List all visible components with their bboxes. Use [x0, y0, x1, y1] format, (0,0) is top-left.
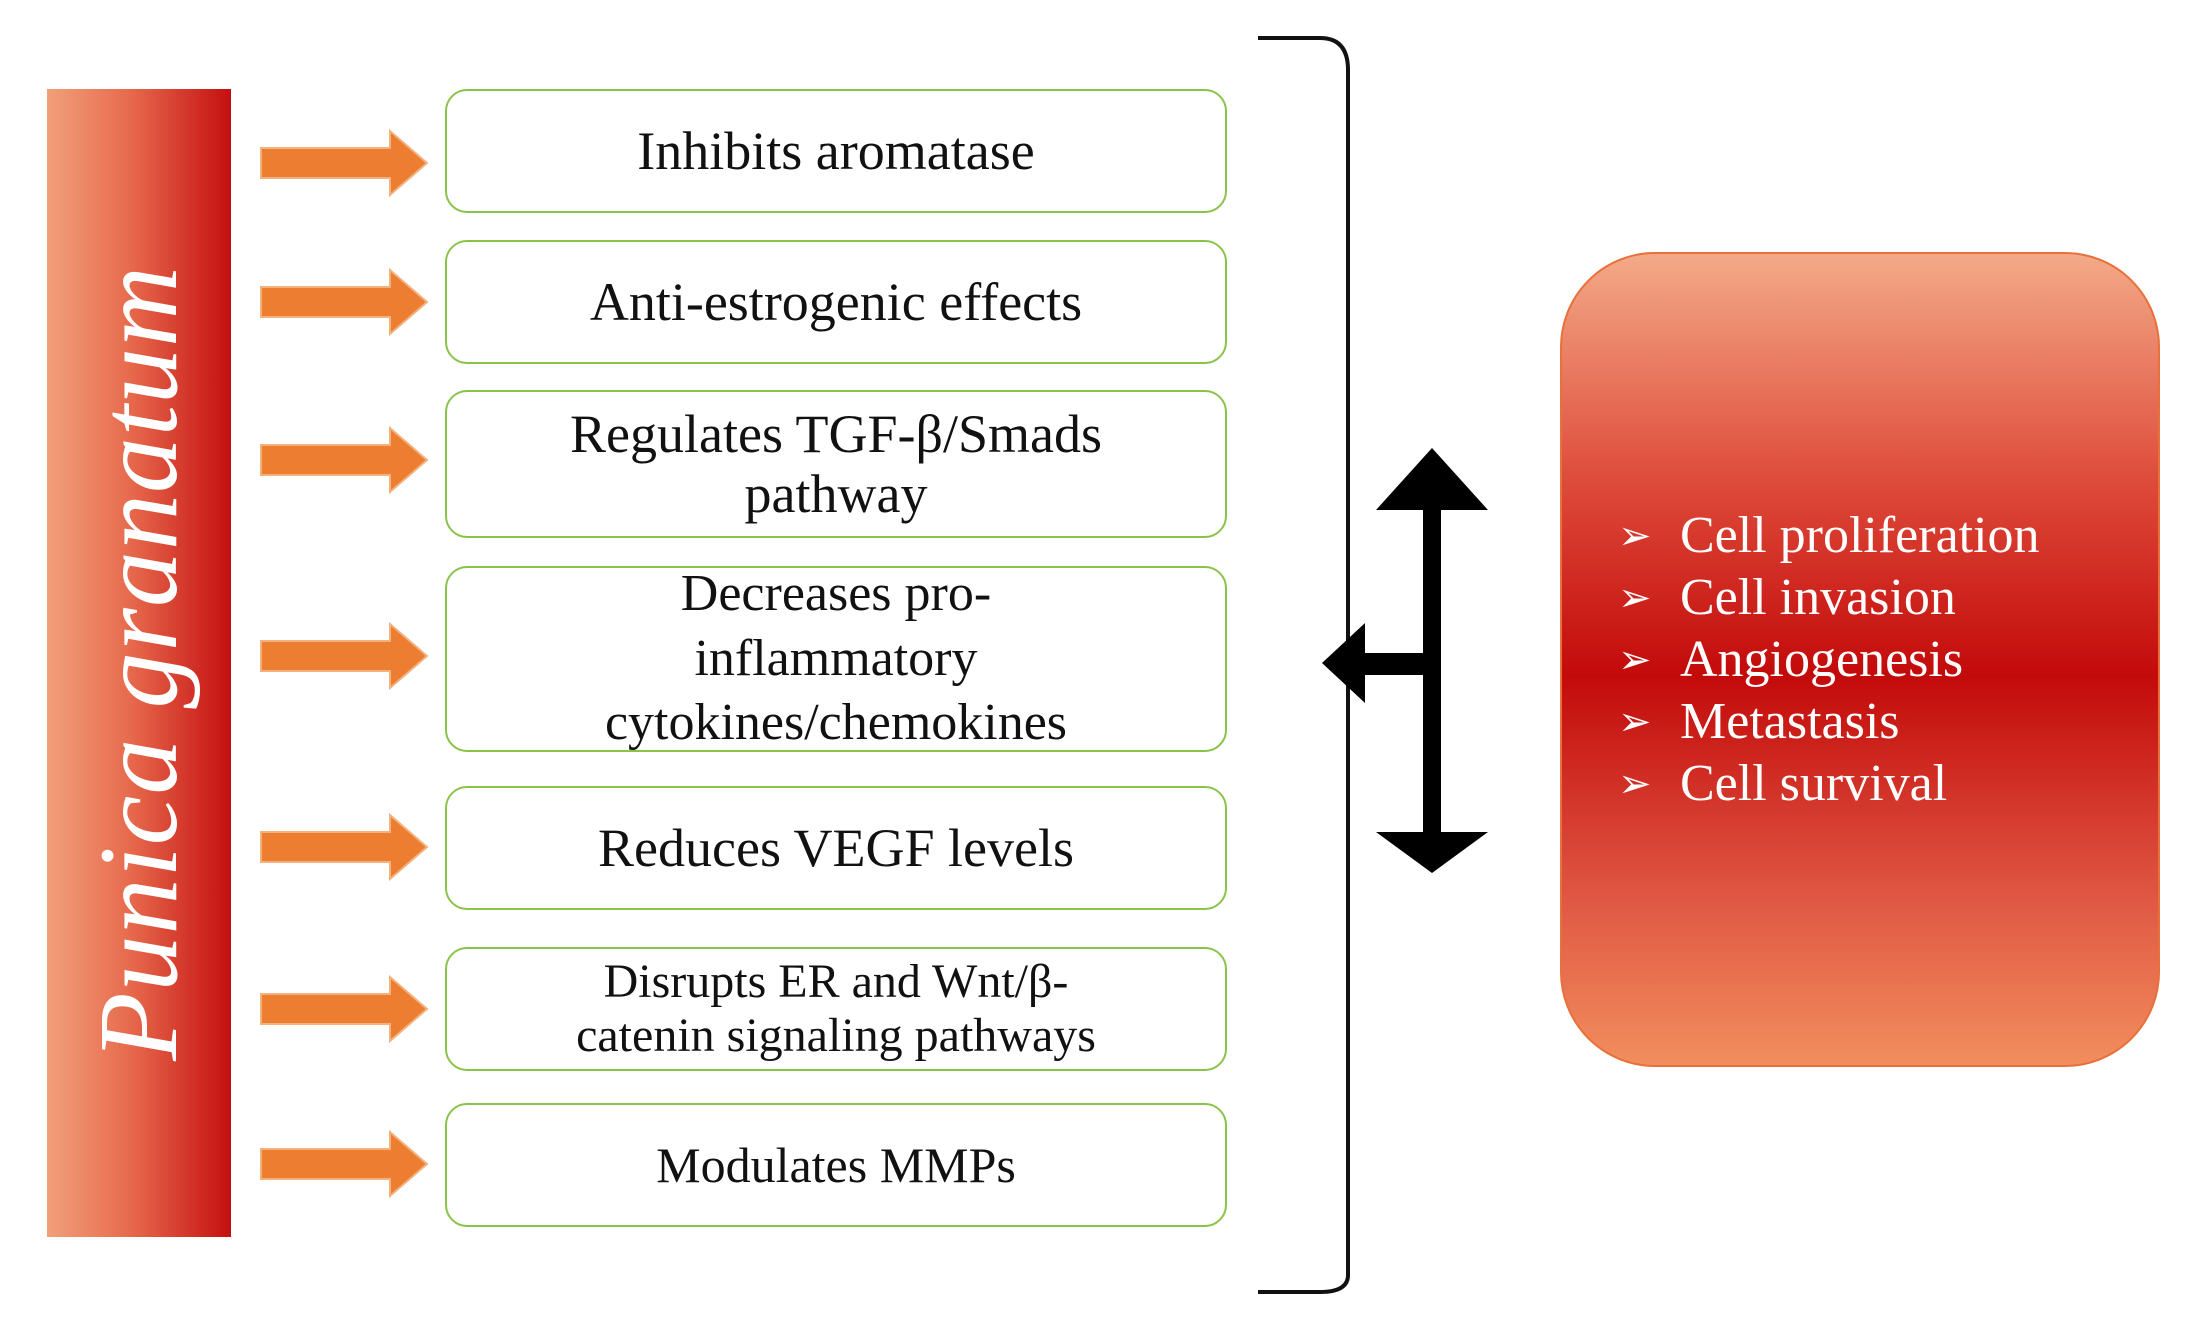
- outcome-list: ➢ Cell proliferation ➢ Cell invasion ➢ A…: [1562, 505, 2158, 815]
- effect-text: Modulates MMPs: [656, 1137, 1016, 1193]
- source-banner: Punica granatum: [47, 89, 231, 1237]
- outcome-box: ➢ Cell proliferation ➢ Cell invasion ➢ A…: [1560, 252, 2160, 1067]
- outcome-text: Cell survival: [1680, 754, 1948, 812]
- source-label: Punica granatum: [77, 265, 201, 1061]
- list-item: ➢ Angiogenesis: [1618, 629, 2158, 691]
- effect-text: catenin signaling pathways: [576, 1009, 1096, 1062]
- right-arrow-icon: [258, 812, 430, 882]
- effect-box-vegf: Reduces VEGF levels: [445, 786, 1227, 910]
- chevron-bullet-icon: ➢: [1618, 512, 1652, 558]
- list-item: ➢ Metastasis: [1618, 691, 2158, 753]
- effect-box-aromatase: Inhibits aromatase: [445, 89, 1227, 213]
- outcome-text: Angiogenesis: [1680, 630, 1964, 688]
- right-arrow-icon: [258, 974, 430, 1044]
- effect-box-anti-estrogenic: Anti-estrogenic effects: [445, 240, 1227, 364]
- effect-box-cytokines: Decreases pro- inflammatory cytokines/ch…: [445, 565, 1227, 752]
- effect-text: Anti-estrogenic effects: [589, 271, 1083, 332]
- right-arrow-icon: [258, 267, 430, 337]
- connector: [1240, 30, 1500, 1300]
- outcome-text: Metastasis: [1680, 692, 1900, 750]
- effect-box-er-wnt: Disrupts ER and Wnt/β- catenin signaling…: [445, 947, 1227, 1071]
- effect-text: pathway: [744, 464, 928, 524]
- effect-text: Regulates TGF-β/Smads: [570, 403, 1102, 464]
- list-item: ➢ Cell survival: [1618, 753, 2158, 815]
- chevron-bullet-icon: ➢: [1618, 574, 1652, 620]
- right-arrow-icon: [258, 621, 430, 691]
- effect-text: cytokines/chemokines: [604, 694, 1068, 752]
- chevron-bullet-icon: ➢: [1618, 760, 1652, 806]
- effect-text: inflammatory: [694, 629, 978, 687]
- chevron-bullet-icon: ➢: [1618, 636, 1652, 682]
- effect-text: Decreases pro-: [680, 565, 992, 623]
- outcome-text: Cell invasion: [1680, 568, 1956, 626]
- inhibit-arrow-icon: [1322, 448, 1488, 873]
- effect-text: Reduces VEGF levels: [598, 817, 1074, 878]
- right-arrow-icon: [258, 425, 430, 495]
- effect-box-tgf-beta: Regulates TGF-β/Smads pathway: [445, 390, 1227, 538]
- right-arrow-icon: [258, 128, 430, 198]
- effect-text: Disrupts ER and Wnt/β-: [603, 955, 1069, 1009]
- effect-box-mmps: Modulates MMPs: [445, 1103, 1227, 1227]
- outcome-text: Cell proliferation: [1680, 506, 2040, 564]
- right-arrow-icon: [258, 1129, 430, 1199]
- effect-text: Inhibits aromatase: [637, 120, 1035, 181]
- list-item: ➢ Cell invasion: [1618, 567, 2158, 629]
- list-item: ➢ Cell proliferation: [1618, 505, 2158, 567]
- chevron-bullet-icon: ➢: [1618, 698, 1652, 744]
